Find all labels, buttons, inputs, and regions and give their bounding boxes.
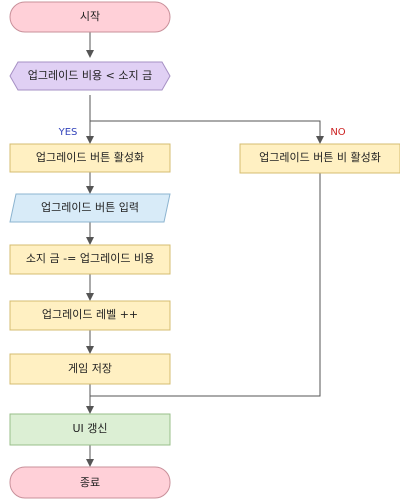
deduct-money-process — [9, 244, 171, 275]
end-terminal — [9, 466, 171, 499]
arrow-decision-to-disable — [90, 120, 324, 144]
start-terminal — [9, 1, 171, 33]
arrow-disable-to-merge — [90, 173, 321, 397]
save-game-label: 게임 저장 — [68, 362, 112, 375]
enable-button-label: 업그레이드 버튼 활성화 — [36, 150, 144, 164]
yes-label: YES — [58, 127, 78, 138]
button-input-io — [9, 193, 171, 223]
ui-update-label: UI 갱신 — [72, 422, 107, 435]
no-label: NO — [330, 127, 345, 138]
button-input-label: 업그레이드 버튼 입력 — [41, 201, 139, 214]
connector-lines — [86, 32, 324, 467]
disable-button-process — [239, 143, 400, 174]
level-up-process — [9, 300, 171, 331]
save-game-process — [9, 353, 171, 385]
enable-button-process — [9, 143, 171, 173]
decision-diamond — [9, 61, 171, 91]
start-label: 시작 — [80, 10, 100, 23]
disable-button-label: 업그레이드 버튼 비 활성화 — [259, 150, 381, 164]
decision-label: 업그레이드 비용 < 소지 금 — [28, 69, 152, 82]
end-label: 종료 — [80, 476, 100, 489]
ui-update-process — [9, 413, 171, 446]
level-up-label: 업그레이드 레벨 ++ — [42, 308, 138, 321]
deduct-money-label: 소지 금 -= 업그레이드 비용 — [26, 252, 154, 265]
